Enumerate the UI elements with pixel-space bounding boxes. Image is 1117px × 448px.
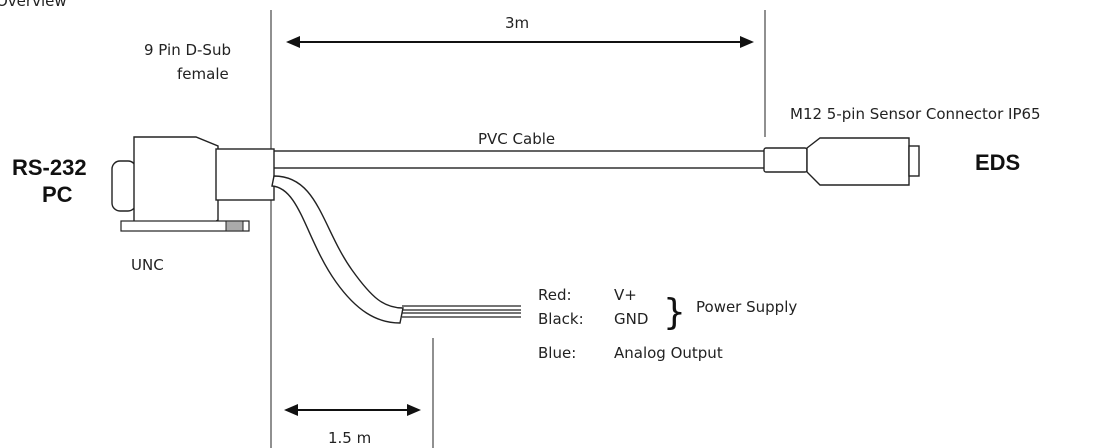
m12-connector-label: M12 5-pin Sensor Connector IP65 bbox=[790, 105, 1041, 123]
unc-label: UNC bbox=[131, 256, 164, 274]
dsub-label-line2: female bbox=[177, 65, 229, 83]
wire-blue-signal: Analog Output bbox=[614, 344, 723, 362]
unc-screw bbox=[120, 220, 250, 232]
wire-ends bbox=[402, 305, 521, 318]
wire-black-signal: GND bbox=[614, 310, 648, 328]
rs232-label-line1: RS-232 bbox=[12, 155, 87, 180]
power-brace: } bbox=[663, 292, 686, 333]
dimension-arrow-1-5m bbox=[284, 404, 421, 416]
dimension-arrow-3m bbox=[286, 36, 754, 48]
m12-connector bbox=[763, 137, 920, 186]
wire-red-signal: V+ bbox=[614, 286, 637, 304]
wire-red-color: Red: bbox=[538, 286, 572, 304]
wire-black-color: Black: bbox=[538, 310, 584, 328]
dsub-label-line1: 9 Pin D-Sub bbox=[144, 41, 231, 59]
dsub-connector bbox=[111, 136, 275, 231]
power-supply-label: Power Supply bbox=[696, 298, 797, 316]
eds-label: EDS bbox=[975, 150, 1020, 175]
overview-label: Overview bbox=[0, 0, 67, 10]
rs232-label-line2: PC bbox=[42, 182, 73, 207]
length-1-5m-label: 1.5 m bbox=[328, 429, 371, 447]
length-3m-label: 3m bbox=[505, 14, 529, 32]
pvc-cable-label: PVC Cable bbox=[478, 130, 555, 148]
main-cable bbox=[271, 150, 767, 169]
wire-blue-color: Blue: bbox=[538, 344, 576, 362]
branch-cable bbox=[271, 175, 404, 324]
